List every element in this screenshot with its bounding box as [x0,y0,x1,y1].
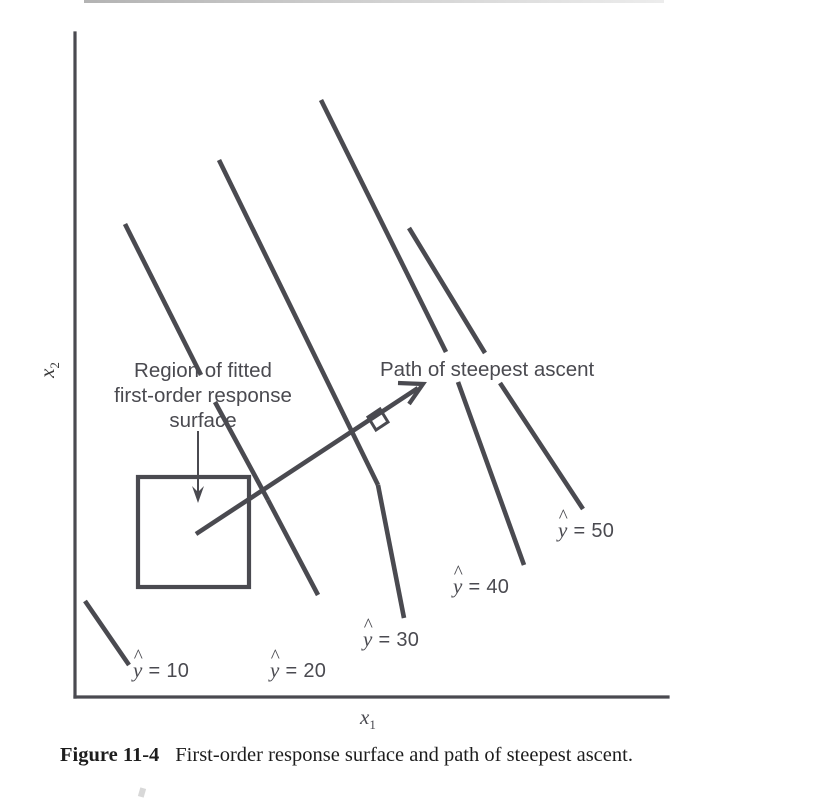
contour-line-10 [83,599,131,667]
contour-label-30: ^y = 30 [363,614,420,652]
contour-line-50-lower [498,381,585,511]
figure-number: Figure 11-4 [60,744,160,766]
contour-line-50-upper [407,226,487,355]
contour-line-20-tail [265,498,321,597]
region-annotation: Region of fitted first-order response su… [113,358,293,433]
contour-value-30: = 30 [372,629,420,651]
yhat-symbol: ^y [270,645,281,682]
region-annotation-line-2: first-order response [114,384,292,407]
yhat-symbol: ^y [453,561,464,598]
region-pointer-arrowhead [192,486,204,503]
contour-label-50: ^y = 50 [558,505,615,543]
contour-label-10: ^y = 10 [133,645,190,683]
contour-value-40: = 40 [462,576,510,598]
contour-label-40: ^y = 40 [453,561,510,599]
steepest-ascent-arrowhead [397,380,427,406]
y-axis-label: x2 [34,362,63,378]
page-top-edge-artifact [84,0,664,3]
contour-value-10: = 10 [142,660,190,682]
contour-value-20: = 20 [279,660,327,682]
figure-caption: Figure 11-4 First-order response surface … [60,744,780,767]
yhat-symbol: ^y [558,505,569,542]
perpendicular-right-angle-marker [365,406,391,433]
yhat-symbol: ^y [363,614,374,651]
fitted-region-square [135,474,252,590]
steepest-ascent-annotation: Path of steepest ascent [380,358,595,381]
region-annotation-line-1: Region of fitted [134,359,272,382]
contour-line-30-upper [216,158,381,487]
contour-value-50: = 50 [567,520,615,542]
contour-line-40-lower [455,381,527,566]
contour-label-20: ^y = 20 [270,645,327,683]
contour-line-20-upper [122,222,204,377]
figure-caption-text: First-order response surface and path of… [175,744,633,766]
y-axis-label-wrapper: x2 [34,340,64,400]
contour-line-40-upper [318,98,449,354]
region-annotation-line-3: surface [169,409,237,432]
yhat-symbol: ^y [133,645,144,682]
contour-line-30-lower [375,484,407,619]
x-axis-label: x1 [360,705,376,733]
contour-line-20-lower [212,400,271,502]
